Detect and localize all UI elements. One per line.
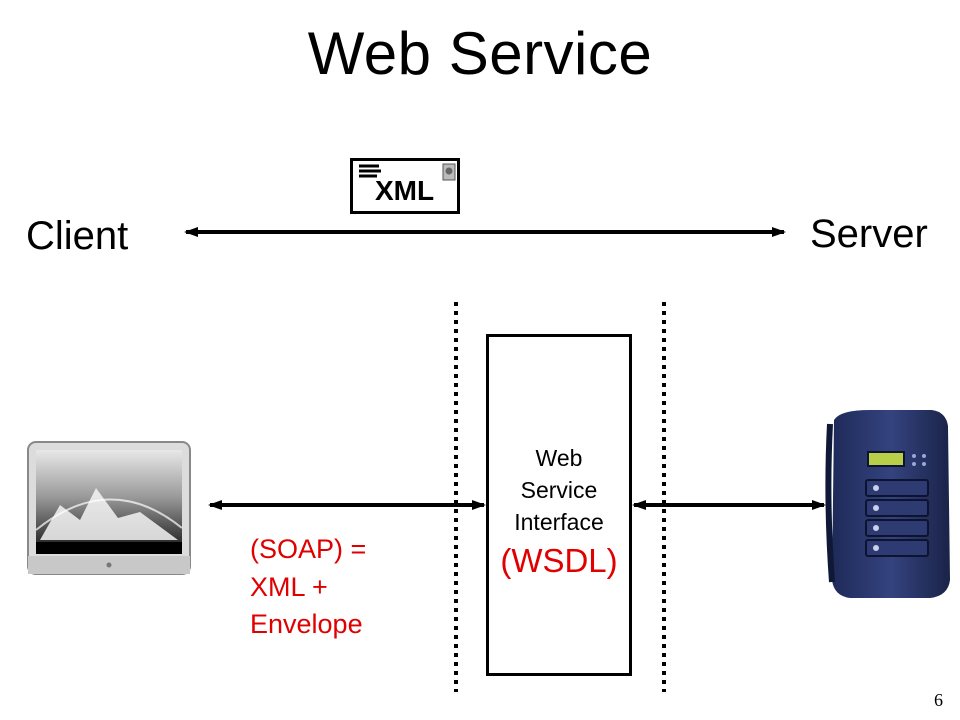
envelope-decoration xyxy=(359,163,456,181)
server-tower-icon xyxy=(825,410,950,598)
interface-line-1: Web xyxy=(535,445,583,471)
wsdl-label: (WSDL) xyxy=(500,542,618,579)
interface-line-3: Interface xyxy=(514,509,604,535)
page-title: Web Service xyxy=(307,20,653,87)
server-label: Server xyxy=(810,212,928,256)
interface-line-2: Service xyxy=(520,477,598,503)
client-label: Client xyxy=(26,214,129,258)
web-service-interface-box: Web Service Interface (WSDL) xyxy=(486,334,632,676)
soap-line-2: XML + xyxy=(250,572,328,602)
envelope-label: XML xyxy=(375,175,435,206)
page-number: 6 xyxy=(934,690,943,710)
monitor-icon xyxy=(27,441,191,575)
envelope-icon: XML xyxy=(350,158,460,214)
soap-line-3: Envelope xyxy=(250,609,363,639)
soap-line-1: (SOAP) = xyxy=(250,534,367,564)
